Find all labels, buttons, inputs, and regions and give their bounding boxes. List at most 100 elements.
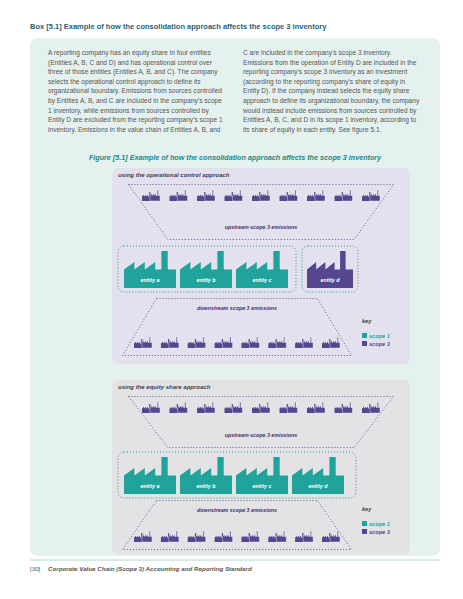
factory-icon — [276, 337, 286, 348]
factory-shape — [292, 457, 344, 494]
factory-shape — [307, 251, 353, 288]
factory-icon — [223, 531, 233, 542]
factory-icon — [370, 402, 380, 413]
approach-panel: using the equity share approach upstream … — [112, 380, 410, 554]
entity-label: entity d — [307, 277, 353, 283]
entity-box: entity a — [124, 457, 176, 494]
legend-row: scope 3 — [362, 334, 390, 342]
key-heading: key — [362, 318, 371, 324]
factory-icon — [303, 531, 313, 542]
organizational-boundary — [118, 452, 356, 498]
legend-text: scope 3 — [369, 341, 390, 347]
factory-icon — [315, 402, 325, 413]
entity-label: entity b — [180, 277, 232, 283]
factory-icon — [370, 190, 380, 201]
factory-icon — [249, 531, 259, 542]
legend-text: scope 3 — [369, 529, 390, 535]
legend-text: scope 1 — [369, 333, 390, 339]
entity-label: entity c — [236, 277, 288, 283]
approach-label: using the equity share approach — [118, 384, 210, 390]
organizational-boundary — [118, 246, 296, 292]
footer-rule — [30, 560, 440, 561]
figure-title: Figure [5.1] Example of how the consolid… — [30, 153, 440, 162]
factory-icon — [142, 337, 152, 348]
box-heading: Box [5.1] Example of how the consolidati… — [30, 22, 440, 31]
factory-icon — [223, 337, 233, 348]
factory-icon — [142, 531, 152, 542]
entity-label: entity b — [180, 483, 232, 489]
factory-icon — [249, 337, 259, 348]
factory-icon — [343, 190, 353, 201]
band-outline — [129, 185, 394, 240]
factory-icon — [276, 531, 286, 542]
factory-icon — [205, 190, 215, 201]
factory-icon — [288, 190, 298, 201]
band-outline — [123, 299, 352, 356]
body-text: A reporting company has an equity share … — [48, 48, 422, 134]
factory-icon — [233, 190, 243, 201]
approach-label: using the operational control approach — [118, 172, 229, 178]
legend-row: scope 3 — [362, 522, 390, 530]
legend-row: scope 1 — [362, 514, 390, 522]
approach-panel: using the operational control approach up… — [112, 168, 410, 364]
factory-shape — [124, 251, 176, 288]
factory-icon — [288, 402, 298, 413]
legend-row: scope 1 — [362, 326, 390, 334]
factory-icon — [330, 337, 340, 348]
factory-icon — [196, 337, 206, 348]
factory-icon — [169, 531, 179, 542]
key-heading: key — [362, 506, 371, 512]
entity-box: entity c — [236, 457, 288, 494]
factory-icon — [150, 402, 160, 413]
legend-swatch — [362, 333, 367, 338]
band-label: downstream scope 3 emissions — [122, 305, 352, 311]
entity-box: entity c — [236, 251, 288, 288]
emissions-band: downstream scope 3 emissions — [122, 298, 352, 356]
factory-icon — [260, 402, 270, 413]
entity-box: entity d — [307, 251, 353, 288]
band-label: upstream scope 3 emissions — [128, 224, 394, 230]
entity-box: entity a — [124, 251, 176, 288]
factory-icon — [150, 190, 160, 201]
emissions-band: upstream scope 3 emissions — [128, 184, 394, 240]
footer-text: Corporate Value Chain (Scope 3) Accounti… — [48, 565, 252, 572]
factory-icon — [303, 337, 313, 348]
band-label: downstream scope 3 emissions — [122, 507, 352, 513]
band-outline — [128, 396, 394, 448]
band-outline — [129, 397, 394, 448]
emissions-band: upstream scope 3 emissions — [128, 396, 394, 448]
factory-icon — [330, 531, 340, 542]
factory-icon — [169, 337, 179, 348]
legend-swatch — [362, 529, 367, 534]
factory-icon — [205, 402, 215, 413]
band-outline — [123, 501, 352, 550]
factory-icon — [315, 190, 325, 201]
factory-icon — [196, 531, 206, 542]
entity-label: entity c — [236, 483, 288, 489]
factory-shape — [236, 251, 288, 288]
legend-swatch — [362, 521, 367, 526]
factory-icon — [178, 190, 188, 201]
footer-text: [30] — [30, 565, 40, 572]
factory-shape — [236, 457, 288, 494]
factory-icon — [260, 190, 270, 201]
entity-box: entity d — [292, 457, 344, 494]
entity-box: entity b — [180, 457, 232, 494]
entity-label: entity a — [124, 277, 176, 283]
band-label: upstream scope 3 emissions — [128, 432, 394, 438]
factory-icon — [343, 402, 353, 413]
factory-shape — [124, 457, 176, 494]
factory-icon — [178, 402, 188, 413]
legend-text: scope 1 — [369, 521, 390, 527]
entity-box: entity b — [180, 251, 232, 288]
emissions-band: downstream scope 3 emissions — [122, 500, 352, 550]
entity-label: entity d — [292, 483, 344, 489]
entity-label: entity a — [124, 483, 176, 489]
organizational-boundary — [302, 246, 358, 292]
band-outline — [128, 184, 394, 240]
box-ground — [30, 38, 440, 556]
factory-shape — [180, 251, 232, 288]
factory-icon — [233, 402, 243, 413]
factory-shape — [180, 457, 232, 494]
boundary-layer — [112, 380, 410, 554]
